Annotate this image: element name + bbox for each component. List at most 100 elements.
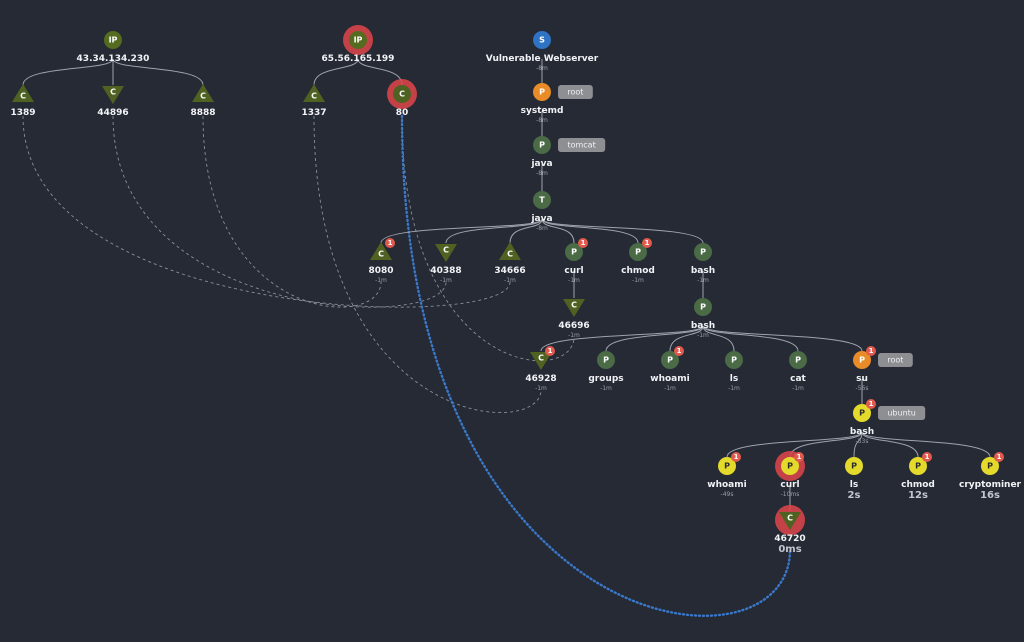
alert-badge-icon — [866, 346, 876, 356]
connection-up-triangle-icon — [499, 242, 521, 260]
connection-down-triangle-icon — [563, 299, 585, 317]
node-type-letter: P — [539, 141, 545, 150]
node-label: 44896 — [97, 108, 128, 118]
node-label: chmod — [901, 480, 935, 490]
node-type-letter: T — [539, 196, 545, 205]
user-tag — [878, 406, 926, 420]
node-label: 46928 — [525, 374, 556, 384]
alert-count: 1 — [925, 453, 930, 461]
node-time: -1m — [440, 277, 452, 284]
node-label: systemd — [521, 106, 564, 116]
alert-badge-icon — [578, 238, 588, 248]
node-c80[interactable]: C80 — [387, 79, 417, 118]
edge-bash2-whoami1 — [669, 325, 704, 352]
alert-badge-icon — [642, 238, 652, 248]
ip-circle-icon — [104, 31, 122, 49]
user-tag — [878, 353, 913, 367]
node-time: -1m — [792, 385, 804, 392]
connection-down-triangle-icon — [102, 86, 124, 104]
process-circle-icon — [853, 351, 871, 369]
node-label: bash — [691, 266, 715, 276]
connection-c1337-c46928[interactable] — [313, 115, 542, 413]
node-type-letter: C — [311, 92, 317, 101]
node-time: -1m — [632, 277, 644, 284]
alert-badge-icon — [731, 452, 741, 462]
user-tag — [558, 85, 593, 99]
process-circle-icon — [909, 457, 927, 475]
alert-badge-icon — [674, 346, 684, 356]
alert-badge-icon — [866, 399, 876, 409]
connection-c80-c46720[interactable] — [400, 114, 792, 617]
alert-badge-icon — [922, 452, 932, 462]
node-type-letter: C — [538, 354, 544, 363]
alert-count: 1 — [869, 400, 874, 408]
tree-edge-layer — [22, 58, 991, 511]
process-circle-icon — [629, 243, 647, 261]
node-type-letter: P — [700, 248, 706, 257]
process-circle-icon — [694, 243, 712, 261]
node-label: 1389 — [10, 108, 35, 118]
node-type-letter: P — [987, 462, 993, 471]
node-type-letter: P — [851, 462, 857, 471]
node-ls1[interactable]: Pls-1m — [725, 351, 743, 392]
node-time: -1m — [697, 332, 709, 339]
node-time: -8m — [536, 170, 548, 177]
node-type-letter: C — [507, 250, 513, 259]
node-time: -10ms — [781, 491, 800, 498]
connection-c8888-c8080[interactable] — [202, 115, 382, 308]
node-type-letter: P — [635, 248, 641, 257]
connection-up-triangle-icon — [12, 84, 34, 102]
connection-c44896-c40388[interactable] — [112, 115, 447, 308]
connection-c80-c46696[interactable] — [401, 115, 575, 362]
node-label: su — [856, 374, 868, 384]
node-type-letter: P — [603, 356, 609, 365]
alert-badge-icon — [994, 452, 1004, 462]
node-label: cat — [790, 374, 806, 384]
process-circle-icon — [853, 404, 871, 422]
node-label: ls — [730, 374, 738, 384]
node-type-letter: P — [724, 462, 730, 471]
node-time: -1m — [697, 277, 709, 284]
process-circle-icon — [661, 351, 679, 369]
node-type-letter: IP — [354, 36, 363, 45]
connection-down-triangle-icon — [779, 512, 801, 530]
connection-up-triangle-icon — [303, 84, 325, 102]
alert-count: 1 — [797, 453, 802, 461]
alert-count: 1 — [677, 347, 682, 355]
node-label: java — [530, 214, 552, 224]
connection-down-triangle-icon — [435, 244, 457, 262]
node-type-letter: P — [915, 462, 921, 471]
node-label: 43.34.134.230 — [77, 54, 150, 64]
node-time: -8m — [536, 117, 548, 124]
